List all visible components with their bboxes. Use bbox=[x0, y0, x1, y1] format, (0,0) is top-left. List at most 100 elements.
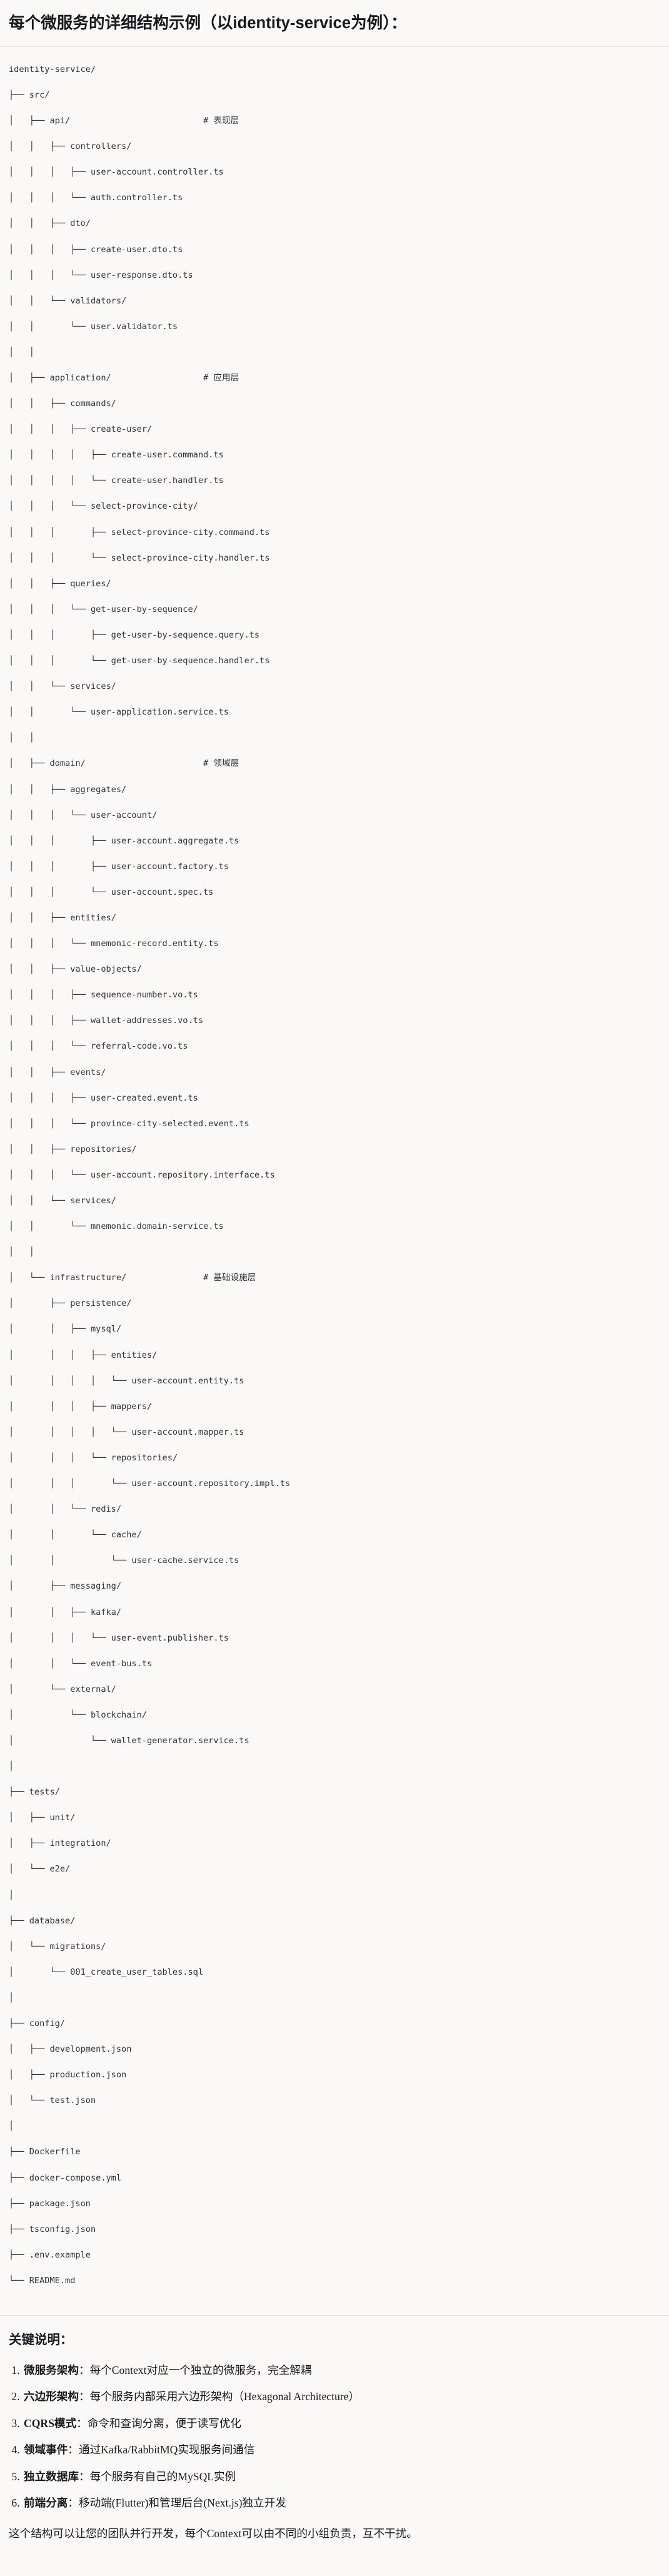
tree-line-path: │ ├── production.json bbox=[9, 2070, 127, 2080]
tree-line-comment: # 领域层 bbox=[203, 758, 239, 769]
heading-section: 每个微服务的详细结构示例（以identity-service为例）： bbox=[0, 0, 669, 47]
tree-line-spacer bbox=[70, 116, 203, 126]
tree-line-path: │ └── infrastructure/ bbox=[9, 1273, 127, 1283]
tree-line-path: │ │ ├── aggregates/ bbox=[9, 784, 127, 795]
tree-line: ├── Dockerfile bbox=[9, 2146, 660, 2159]
tree-line: │ │ │ └── user-account.repository.interf… bbox=[9, 1169, 660, 1182]
key-note-separator: ： bbox=[78, 2363, 90, 2376]
tree-line: │ │ │ ├── wallet-addresses.vo.ts bbox=[9, 1014, 660, 1027]
tree-line-path: ├── package.json bbox=[9, 2198, 91, 2209]
tree-line: │ │ └── event-bus.ts bbox=[9, 1657, 660, 1671]
key-note-item: 六边形架构：每个服务内部采用六边形架构（Hexagonal Architectu… bbox=[23, 2389, 660, 2405]
tree-line-path: │ │ ├── commands/ bbox=[9, 399, 116, 409]
key-note-item: CQRS模式：命令和查询分离，便于读写优化 bbox=[23, 2416, 660, 2432]
tree-line-path: │ bbox=[9, 1761, 14, 1772]
tree-line-path: │ │ │ ├── create-user/ bbox=[9, 424, 153, 435]
tree-line: │ │ bbox=[9, 1246, 660, 1259]
tree-line-path: │ │ │ │ └── user-account.mapper.ts bbox=[9, 1427, 244, 1437]
tree-line-path: │ │ bbox=[9, 733, 34, 743]
tree-line-path: │ │ └── redis/ bbox=[9, 1504, 122, 1515]
tree-line-path: │ │ └── user-cache.service.ts bbox=[9, 1555, 239, 1566]
tree-line-spacer bbox=[126, 1273, 203, 1283]
tree-line-path: │ │ │ └── referral-code.vo.ts bbox=[9, 1041, 188, 1052]
tree-line-path: identity-service/ bbox=[9, 64, 96, 74]
tree-line: │ ├── messaging/ bbox=[9, 1580, 660, 1593]
tree-line-path: │ │ │ └── select-province-city.handler.t… bbox=[9, 552, 270, 563]
tree-line: identity-service/ bbox=[9, 63, 660, 76]
tree-line: │ └── external/ bbox=[9, 1683, 660, 1696]
directory-tree-section: identity-service/ ├── src/ │ ├── api/ # … bbox=[0, 46, 669, 2316]
tree-line-path: │ │ ├── repositories/ bbox=[9, 1144, 137, 1154]
tree-line: │ │ ├── dto/ bbox=[9, 217, 660, 230]
tree-line: │ │ ├── entities/ bbox=[9, 912, 660, 925]
tree-line: │ │ │ ├── user-account.controller.ts bbox=[9, 166, 660, 179]
tree-line: │ │ │ ├── mappers/ bbox=[9, 1400, 660, 1413]
tree-line-path: │ │ │ │ └── create-user.handler.ts bbox=[9, 476, 224, 486]
closing-paragraph: 这个结构可以让您的团队并行开发，每个Context可以由不同的小组负责，互不干扰… bbox=[9, 2527, 418, 2540]
tree-line-path: │ └── blockchain/ bbox=[9, 1709, 147, 1720]
tree-line: │ │ │ └── select-province-city.handler.t… bbox=[9, 552, 660, 565]
tree-line-path: │ │ bbox=[9, 1247, 34, 1258]
tree-line-path: │ │ │ └── get-user-by-sequence.handler.t… bbox=[9, 656, 270, 666]
tree-line-comment: # 基础设施层 bbox=[203, 1273, 256, 1283]
tree-line-path: ├── .env.example bbox=[9, 2249, 91, 2260]
tree-line-path: │ │ │ └── auth.controller.ts bbox=[9, 193, 183, 203]
tree-line: │ ├── integration/ bbox=[9, 1837, 660, 1850]
key-note-description: 命令和查询分离，便于读写优化 bbox=[87, 2416, 242, 2430]
tree-line: │ │ │ └── province-city-selected.event.t… bbox=[9, 1117, 660, 1131]
tree-line: │ └── infrastructure/ # 基础设施层 bbox=[9, 1271, 660, 1285]
tree-line-path: │ │ │ ├── user-account.factory.ts bbox=[9, 861, 229, 872]
tree-line-path: │ ├── domain/ bbox=[9, 758, 86, 769]
tree-line: │ ├── persistence/ bbox=[9, 1297, 660, 1310]
tree-line: │ │ └── user-application.service.ts bbox=[9, 706, 660, 719]
tree-line: │ │ └── services/ bbox=[9, 680, 660, 693]
tree-line: │ ├── api/ # 表现层 bbox=[9, 115, 660, 128]
tree-line: │ │ │ │ └── user-account.mapper.ts bbox=[9, 1426, 660, 1439]
key-note-separator: ： bbox=[68, 2497, 79, 2510]
key-note-item: 独立数据库：每个服务有自己的MySQL实例 bbox=[23, 2469, 660, 2485]
tree-line: │ │ bbox=[9, 346, 660, 359]
tree-line-path: │ │ └── user.validator.ts bbox=[9, 321, 178, 332]
tree-line: │ │ │ └── select-province-city/ bbox=[9, 500, 660, 513]
key-note-separator: ： bbox=[78, 2390, 90, 2403]
key-note-separator: ： bbox=[76, 2416, 88, 2430]
tree-line: │ │ └── redis/ bbox=[9, 1503, 660, 1516]
tree-line-spacer bbox=[86, 758, 203, 768]
tree-line: └── README.md bbox=[9, 2274, 660, 2288]
tree-line-path: │ │ ├── queries/ bbox=[9, 578, 111, 589]
tree-line: │ │ │ └── user-response.dto.ts bbox=[9, 269, 660, 282]
tree-line-path: │ │ bbox=[9, 347, 34, 357]
tree-line: │ │ │ └── mnemonic-record.entity.ts bbox=[9, 937, 660, 950]
tree-line: │ ├── domain/ # 领域层 bbox=[9, 757, 660, 770]
tree-line: │ │ │ ├── entities/ bbox=[9, 1349, 660, 1362]
tree-line-path: │ ├── api/ bbox=[9, 116, 71, 126]
tree-line-path: │ │ │ ├── wallet-addresses.vo.ts bbox=[9, 1016, 203, 1026]
tree-line-path: │ ├── integration/ bbox=[9, 1838, 111, 1849]
tree-line-path: │ │ └── cache/ bbox=[9, 1530, 142, 1540]
key-note-description: 移动端(Flutter)和管理后台(Next.js)独立开发 bbox=[79, 2497, 286, 2510]
tree-line: │ │ │ └── repositories/ bbox=[9, 1452, 660, 1465]
tree-line-path: │ │ │ └── user-account.spec.ts bbox=[9, 887, 214, 897]
tree-line: ├── docker-compose.yml bbox=[9, 2172, 660, 2185]
page-title: 每个微服务的详细结构示例（以identity-service为例）： bbox=[9, 14, 407, 32]
tree-line: │ │ │ └── get-user-by-sequence.handler.t… bbox=[9, 654, 660, 668]
tree-line: │ │ │ └── user-account.repository.impl.t… bbox=[9, 1477, 660, 1490]
tree-line: │ │ │ │ └── create-user.handler.ts bbox=[9, 474, 660, 487]
key-note-description: 每个服务内部采用六边形架构（Hexagonal Architecture） bbox=[89, 2390, 360, 2403]
tree-line: │ │ ├── repositories/ bbox=[9, 1143, 660, 1156]
tree-line: ├── config/ bbox=[9, 2017, 660, 2030]
tree-line-path: ├── src/ bbox=[9, 89, 50, 100]
tree-line-path: │ │ │ └── mnemonic-record.entity.ts bbox=[9, 939, 219, 949]
tree-line-path: │ bbox=[9, 1890, 14, 1900]
tree-line: │ bbox=[9, 1889, 660, 1902]
tree-line-path: │ └── external/ bbox=[9, 1684, 116, 1694]
tree-line-path: ├── Dockerfile bbox=[9, 2147, 81, 2157]
tree-line-path: │ │ ├── mysql/ bbox=[9, 1324, 122, 1335]
tree-line-path: │ │ │ │ ├── create-user.command.ts bbox=[9, 450, 224, 461]
tree-line: │ │ ├── events/ bbox=[9, 1066, 660, 1079]
tree-line: │ │ bbox=[9, 731, 660, 745]
tree-line-path: │ │ │ ├── mappers/ bbox=[9, 1401, 153, 1412]
tree-line: │ │ │ ├── user-account.factory.ts bbox=[9, 860, 660, 873]
key-note-separator: ： bbox=[68, 2443, 79, 2456]
